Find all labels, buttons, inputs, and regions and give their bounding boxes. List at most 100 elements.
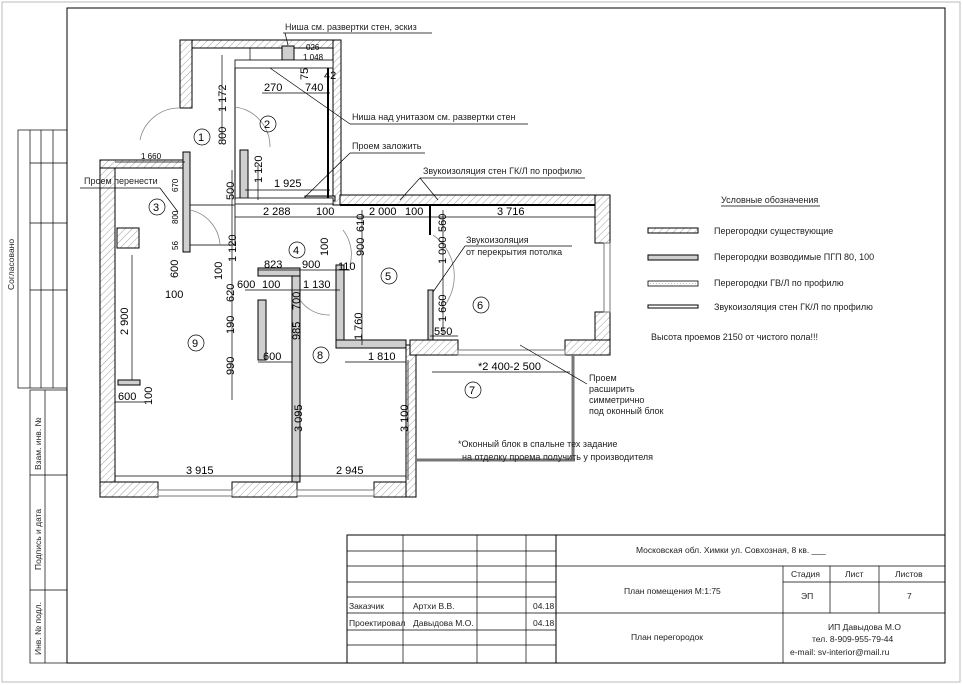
legend-item: Перегородки существующие (714, 226, 833, 236)
sheets-label: Листов (895, 569, 923, 579)
dim-label: 100 (213, 262, 225, 280)
dim-label: 75 (299, 68, 311, 80)
dim-label: 100 (165, 289, 183, 301)
dim-label: 1 760 (353, 312, 365, 340)
dim-label: 100 (319, 238, 331, 256)
note-widen-4: под оконный блок (589, 406, 664, 416)
replaced-inv-label: Взам. инв. № (33, 417, 43, 470)
room-marker: 5 (380, 267, 398, 285)
legend-swatch-existing (647, 227, 699, 234)
dim-label: 42 (324, 70, 336, 82)
dim-label: 100 (316, 206, 334, 218)
door-swings (139, 106, 455, 316)
side-stamp: Согласовано Взам. инв. № Подпись и дата … (6, 129, 68, 664)
dim-label: 600 (169, 260, 181, 278)
svg-text:2: 2 (264, 119, 270, 131)
dim-label: 1 172 (217, 84, 229, 112)
room-marker: 4 (288, 241, 306, 259)
room-marker: 7 (464, 381, 482, 399)
dim-label: 1 660 (141, 152, 162, 161)
note-window-2: на отделку проема получить у производите… (462, 452, 653, 462)
note-opening-close: Проем заложить (352, 141, 422, 151)
svg-text:3: 3 (153, 202, 159, 214)
dim-label: *2 400-2 500 (478, 361, 541, 373)
row-date: 04.18 (533, 601, 555, 611)
dim-label: 1 000 (437, 236, 449, 264)
svg-text:4: 4 (293, 245, 299, 257)
company: ИП Давыдова М.О (828, 622, 901, 632)
dim-label: 56 (171, 241, 180, 250)
dim-label: 600 (263, 351, 281, 363)
existing-walls (99, 39, 611, 498)
dim-label: 1 120 (227, 234, 239, 262)
dim-label: 100 (143, 387, 155, 405)
dim-label: 2 288 (263, 206, 291, 218)
dim-label: 700 (291, 292, 303, 310)
room-marker: 2 (259, 115, 277, 133)
dim-label: 1 048 (303, 53, 324, 62)
dim-label: 110 (338, 261, 356, 273)
email: e-mail: sv-interior@mail.ru (790, 647, 890, 657)
room-marker: 1 (193, 128, 211, 146)
svg-text:7: 7 (469, 385, 475, 397)
note-soundproof-walls: Звукоизоляция стен ГК/Л по профилю (423, 166, 582, 176)
dim-label: 823 (264, 259, 282, 271)
note-widen-3: симметрично (589, 395, 644, 405)
dim-label: 800 (217, 127, 229, 145)
room-marker: 9 (187, 334, 205, 352)
legend-item: Звукоизоляция стен ГК/Л по профилю (714, 302, 873, 312)
note-niche-sketch: Ниша см. развертки стен, эскиз (285, 22, 417, 32)
title-block: Заказчик Артхи В.В. 04.18 Проектировал Д… (346, 534, 946, 664)
row-role: Проектировал (349, 618, 405, 628)
dim-label: 560 (437, 214, 449, 232)
dim-label: 1 925 (274, 178, 302, 190)
note-window-1: *Оконный блок в спальне тех задание (458, 439, 617, 449)
note-opening-move: Проем перенести (84, 176, 158, 186)
height-note: Высота проемов 2150 от чистого пола!!! (651, 332, 818, 342)
legend-item: Перегородки ГВ/Л по профилю (714, 278, 844, 288)
legend: Условные обозначения Перегородки существ… (647, 195, 874, 342)
svg-text:6: 6 (477, 300, 483, 312)
dim-label: 600 (237, 279, 255, 291)
dim-label: 1 810 (368, 351, 396, 363)
legend-item: Перегородки возводимые ПГП 80, 100 (714, 252, 874, 262)
sheet-label: Лист (845, 569, 864, 579)
room-marker: 6 (472, 296, 490, 314)
dim-label: 600 (118, 391, 136, 403)
dim-label: 2 900 (119, 307, 131, 335)
note-soundproof-ceiling-2: от перекрытия потолка (466, 247, 562, 257)
dim-label: 740 (305, 82, 323, 94)
dim-label: 800 (171, 210, 180, 224)
dim-label: 3 716 (497, 206, 525, 218)
dim-label: 3 915 (186, 465, 214, 477)
dim-label: 500 (225, 182, 237, 200)
annotations: Ниша см. развертки стен, эскиз Ниша над … (80, 22, 664, 462)
dim-label: 3 095 (293, 404, 305, 432)
dimension-lines (115, 55, 595, 480)
legend-swatch-soundproof (647, 304, 699, 309)
stage-label: Стадия (791, 569, 820, 579)
sheets-value: 7 (907, 591, 912, 601)
dim-label: 620 (225, 284, 237, 302)
agreed-label: Согласовано (6, 239, 16, 290)
dim-label: 100 (405, 206, 423, 218)
dim-label: 2 945 (336, 465, 364, 477)
dim-label: 990 (225, 357, 237, 375)
row-role: Заказчик (349, 601, 384, 611)
dim-label: 610 (355, 214, 367, 232)
signature-date-label: Подпись и дата (33, 509, 43, 570)
dimension-labels: 1 172 800 270 740 75 42 026 1 048 1 120 … (118, 43, 541, 477)
svg-text:9: 9 (192, 338, 198, 350)
svg-text:5: 5 (385, 271, 391, 283)
dim-label: 985 (291, 322, 303, 340)
dim-label: 550 (434, 326, 452, 338)
room-markers: 1 2 3 4 5 6 7 8 9 (148, 115, 490, 399)
dim-label: 3 100 (399, 404, 411, 432)
note-widen-1: Проем (589, 373, 617, 383)
dim-label: 900 (355, 238, 367, 256)
legend-swatch-gvl (647, 280, 699, 287)
address: Московская обл. Химки ул. Совхозная, 8 к… (636, 545, 826, 555)
dim-label: 670 (171, 178, 180, 192)
note-niche-toilet: Ниша над унитазом см. развертки стен (352, 112, 515, 122)
